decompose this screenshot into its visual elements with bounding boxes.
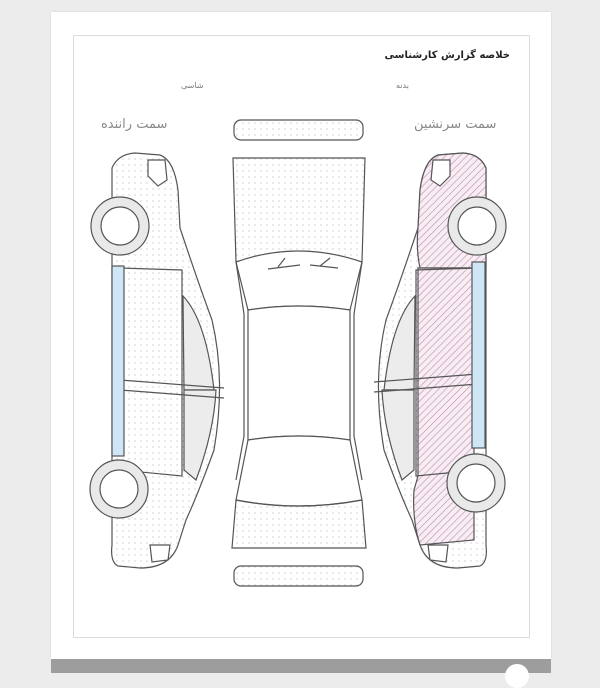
passenger-rear-window bbox=[381, 389, 415, 482]
driver-front-window bbox=[183, 389, 217, 482]
diagram-frame bbox=[73, 35, 530, 638]
scroll-button[interactable] bbox=[505, 664, 529, 688]
report-title: خلاصه گزارش کارشناسی bbox=[384, 50, 510, 61]
chassis-label: شاسی bbox=[181, 81, 204, 90]
passenger-sill-replaced bbox=[471, 261, 486, 449]
body-label: بدنه bbox=[396, 81, 409, 90]
hood bbox=[232, 157, 366, 263]
car-passenger-side bbox=[373, 152, 507, 569]
passenger-side-label: سمت سرنشین bbox=[414, 117, 497, 132]
driver-sill-replaced bbox=[111, 265, 125, 457]
windshield bbox=[235, 250, 363, 311]
car-top-view bbox=[231, 119, 367, 587]
bottom-toolbar bbox=[51, 659, 551, 673]
front-bumper bbox=[233, 119, 364, 141]
roof bbox=[247, 305, 351, 441]
rear-window bbox=[235, 435, 363, 507]
rear-bumper bbox=[233, 565, 364, 587]
driver-side-label: سمت راننده bbox=[101, 117, 168, 132]
car-driver-side bbox=[89, 152, 225, 569]
trunk bbox=[231, 499, 367, 549]
car-damage-diagram bbox=[89, 119, 507, 587]
